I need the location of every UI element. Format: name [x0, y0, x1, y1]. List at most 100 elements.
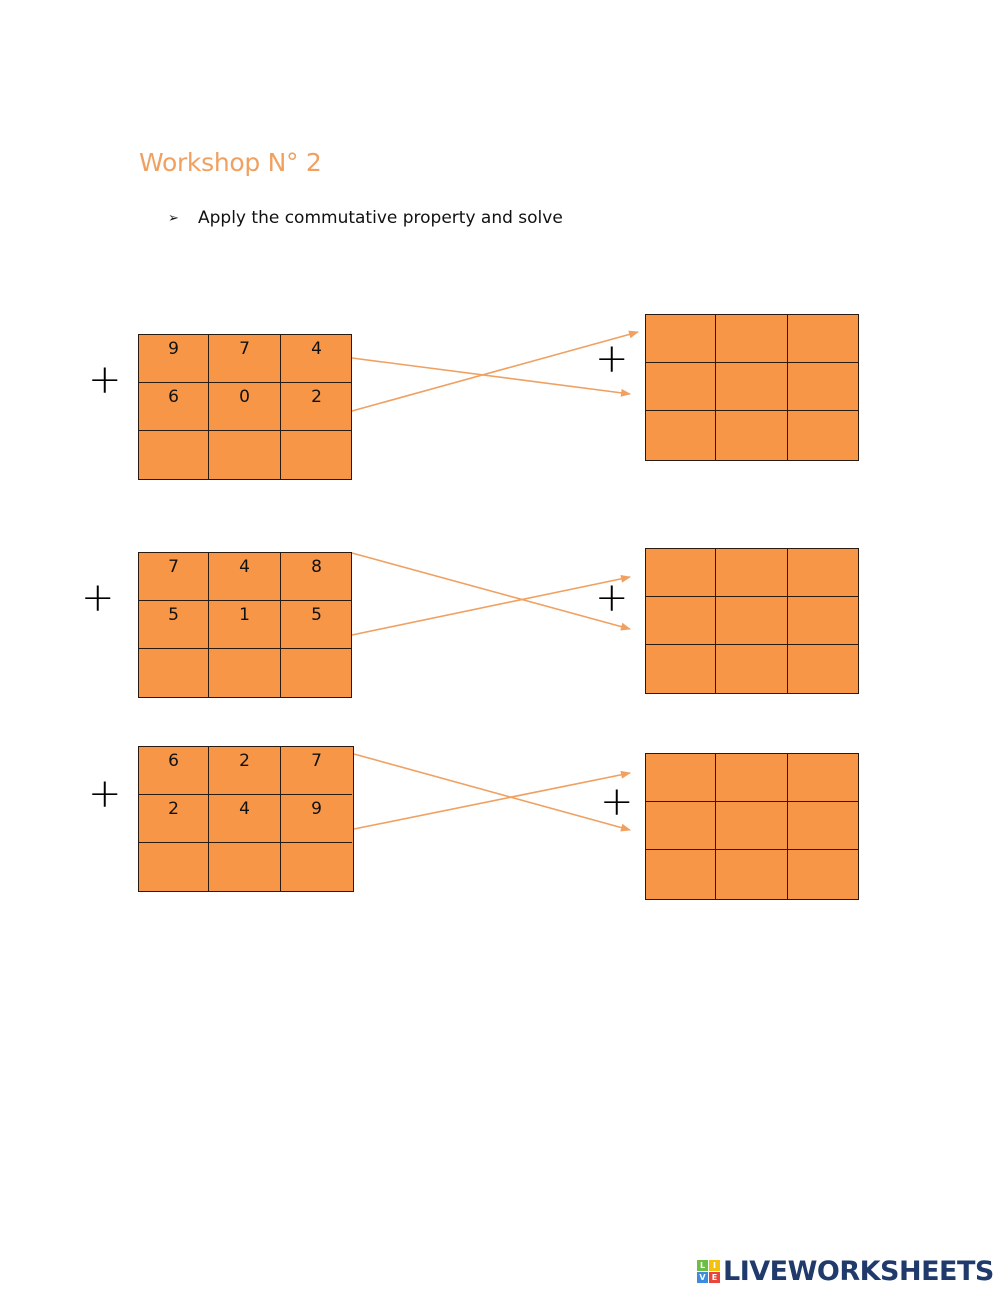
answer-cell[interactable]	[788, 645, 863, 696]
answer-cell[interactable]	[788, 754, 863, 803]
answer-cell[interactable]	[646, 411, 719, 462]
answer-input[interactable]	[139, 435, 212, 482]
answer-input[interactable]	[788, 854, 863, 901]
answer-input[interactable]	[788, 601, 863, 646]
digit-cell: 2	[281, 383, 352, 431]
answer-cell[interactable]	[716, 597, 791, 646]
answer-input[interactable]	[788, 553, 863, 598]
addend-grid-1: 9 7 4 6 0 2	[138, 334, 356, 482]
answer-cell[interactable]	[646, 754, 719, 803]
logo-block: I	[709, 1260, 720, 1271]
answer-input[interactable]	[646, 854, 719, 901]
answer-input[interactable]	[139, 653, 212, 700]
digit-cell: 7	[139, 553, 209, 601]
answer-input[interactable]	[646, 601, 719, 646]
answer-input[interactable]	[716, 319, 791, 364]
answer-cell[interactable]	[646, 802, 719, 851]
answer-input[interactable]	[788, 806, 863, 851]
worksheet-title: Workshop N° 2	[139, 148, 322, 177]
answer-input[interactable]	[281, 435, 356, 482]
digit-cell: 5	[281, 601, 352, 649]
answer-cell[interactable]	[716, 802, 791, 851]
answer-input[interactable]	[646, 806, 719, 851]
answer-input[interactable]	[716, 601, 791, 646]
answer-cell[interactable]	[139, 649, 212, 700]
answer-cell[interactable]	[209, 649, 284, 700]
commuted-grid-2	[645, 548, 863, 696]
answer-cell[interactable]	[716, 754, 791, 803]
answer-input[interactable]	[716, 758, 791, 803]
answer-cell[interactable]	[788, 850, 863, 901]
answer-input[interactable]	[646, 758, 719, 803]
plus-icon: +	[81, 575, 115, 621]
answer-input[interactable]	[646, 649, 719, 696]
answer-cell[interactable]	[788, 802, 863, 851]
answer-cell[interactable]	[788, 315, 863, 364]
plus-icon: +	[600, 779, 634, 825]
digit-cell: 6	[139, 383, 209, 431]
answer-input[interactable]	[716, 806, 791, 851]
digit-cell: 6	[139, 747, 209, 795]
answer-cell[interactable]	[646, 850, 719, 901]
addend-grid-3: 6 2 7 2 4 9	[138, 746, 356, 894]
digit-cell: 7	[281, 747, 352, 795]
answer-cell[interactable]	[139, 431, 212, 482]
answer-cell[interactable]	[646, 645, 719, 696]
answer-input[interactable]	[788, 649, 863, 696]
answer-cell[interactable]	[788, 549, 863, 598]
plus-icon: +	[595, 575, 629, 621]
answer-input[interactable]	[209, 435, 284, 482]
digit-cell: 4	[209, 795, 281, 843]
answer-input[interactable]	[716, 415, 791, 462]
answer-cell[interactable]	[788, 363, 863, 412]
answer-cell[interactable]	[281, 649, 356, 700]
logo-block: E	[709, 1272, 720, 1283]
instruction: ➢ Apply the commutative property and sol…	[168, 208, 563, 228]
answer-input[interactable]	[281, 653, 356, 700]
answer-input[interactable]	[646, 553, 719, 598]
answer-input[interactable]	[716, 854, 791, 901]
answer-cell[interactable]	[788, 411, 863, 462]
answer-input[interactable]	[788, 367, 863, 412]
answer-cell[interactable]	[716, 363, 791, 412]
liveworksheets-logo: L I V E LIVEWORKSHEETS	[697, 1256, 994, 1287]
answer-cell[interactable]	[646, 549, 719, 598]
answer-cell[interactable]	[646, 597, 719, 646]
answer-input[interactable]	[209, 847, 284, 894]
answer-cell[interactable]	[646, 363, 719, 412]
answer-input[interactable]	[139, 847, 212, 894]
answer-input[interactable]	[646, 319, 719, 364]
addend-grid-2: 7 4 8 5 1 5	[138, 552, 356, 700]
answer-cell[interactable]	[716, 850, 791, 901]
digit-cell: 9	[139, 335, 209, 383]
answer-input[interactable]	[716, 367, 791, 412]
answer-input[interactable]	[716, 649, 791, 696]
logo-blocks-icon: L I V E	[697, 1260, 720, 1283]
digit-cell: 9	[281, 795, 352, 843]
digit-cell: 4	[281, 335, 352, 383]
answer-input[interactable]	[716, 553, 791, 598]
answer-cell[interactable]	[646, 315, 719, 364]
answer-cell[interactable]	[716, 411, 791, 462]
answer-cell[interactable]	[788, 597, 863, 646]
digit-cell: 8	[281, 553, 352, 601]
answer-input[interactable]	[646, 367, 719, 412]
answer-cell[interactable]	[209, 843, 284, 894]
answer-cell[interactable]	[716, 315, 791, 364]
answer-input[interactable]	[209, 653, 284, 700]
answer-input[interactable]	[788, 758, 863, 803]
logo-text: LIVEWORKSHEETS	[723, 1256, 994, 1287]
answer-cell[interactable]	[209, 431, 284, 482]
answer-cell[interactable]	[281, 431, 356, 482]
answer-cell[interactable]	[716, 645, 791, 696]
answer-input[interactable]	[281, 847, 356, 894]
digit-cell: 2	[139, 795, 209, 843]
answer-input[interactable]	[646, 415, 719, 462]
answer-input[interactable]	[788, 415, 863, 462]
answer-input[interactable]	[788, 319, 863, 364]
arrow-bullet-icon: ➢	[168, 210, 179, 226]
answer-cell[interactable]	[281, 843, 356, 894]
plus-icon: +	[88, 771, 122, 817]
answer-cell[interactable]	[716, 549, 791, 598]
answer-cell[interactable]	[139, 843, 212, 894]
